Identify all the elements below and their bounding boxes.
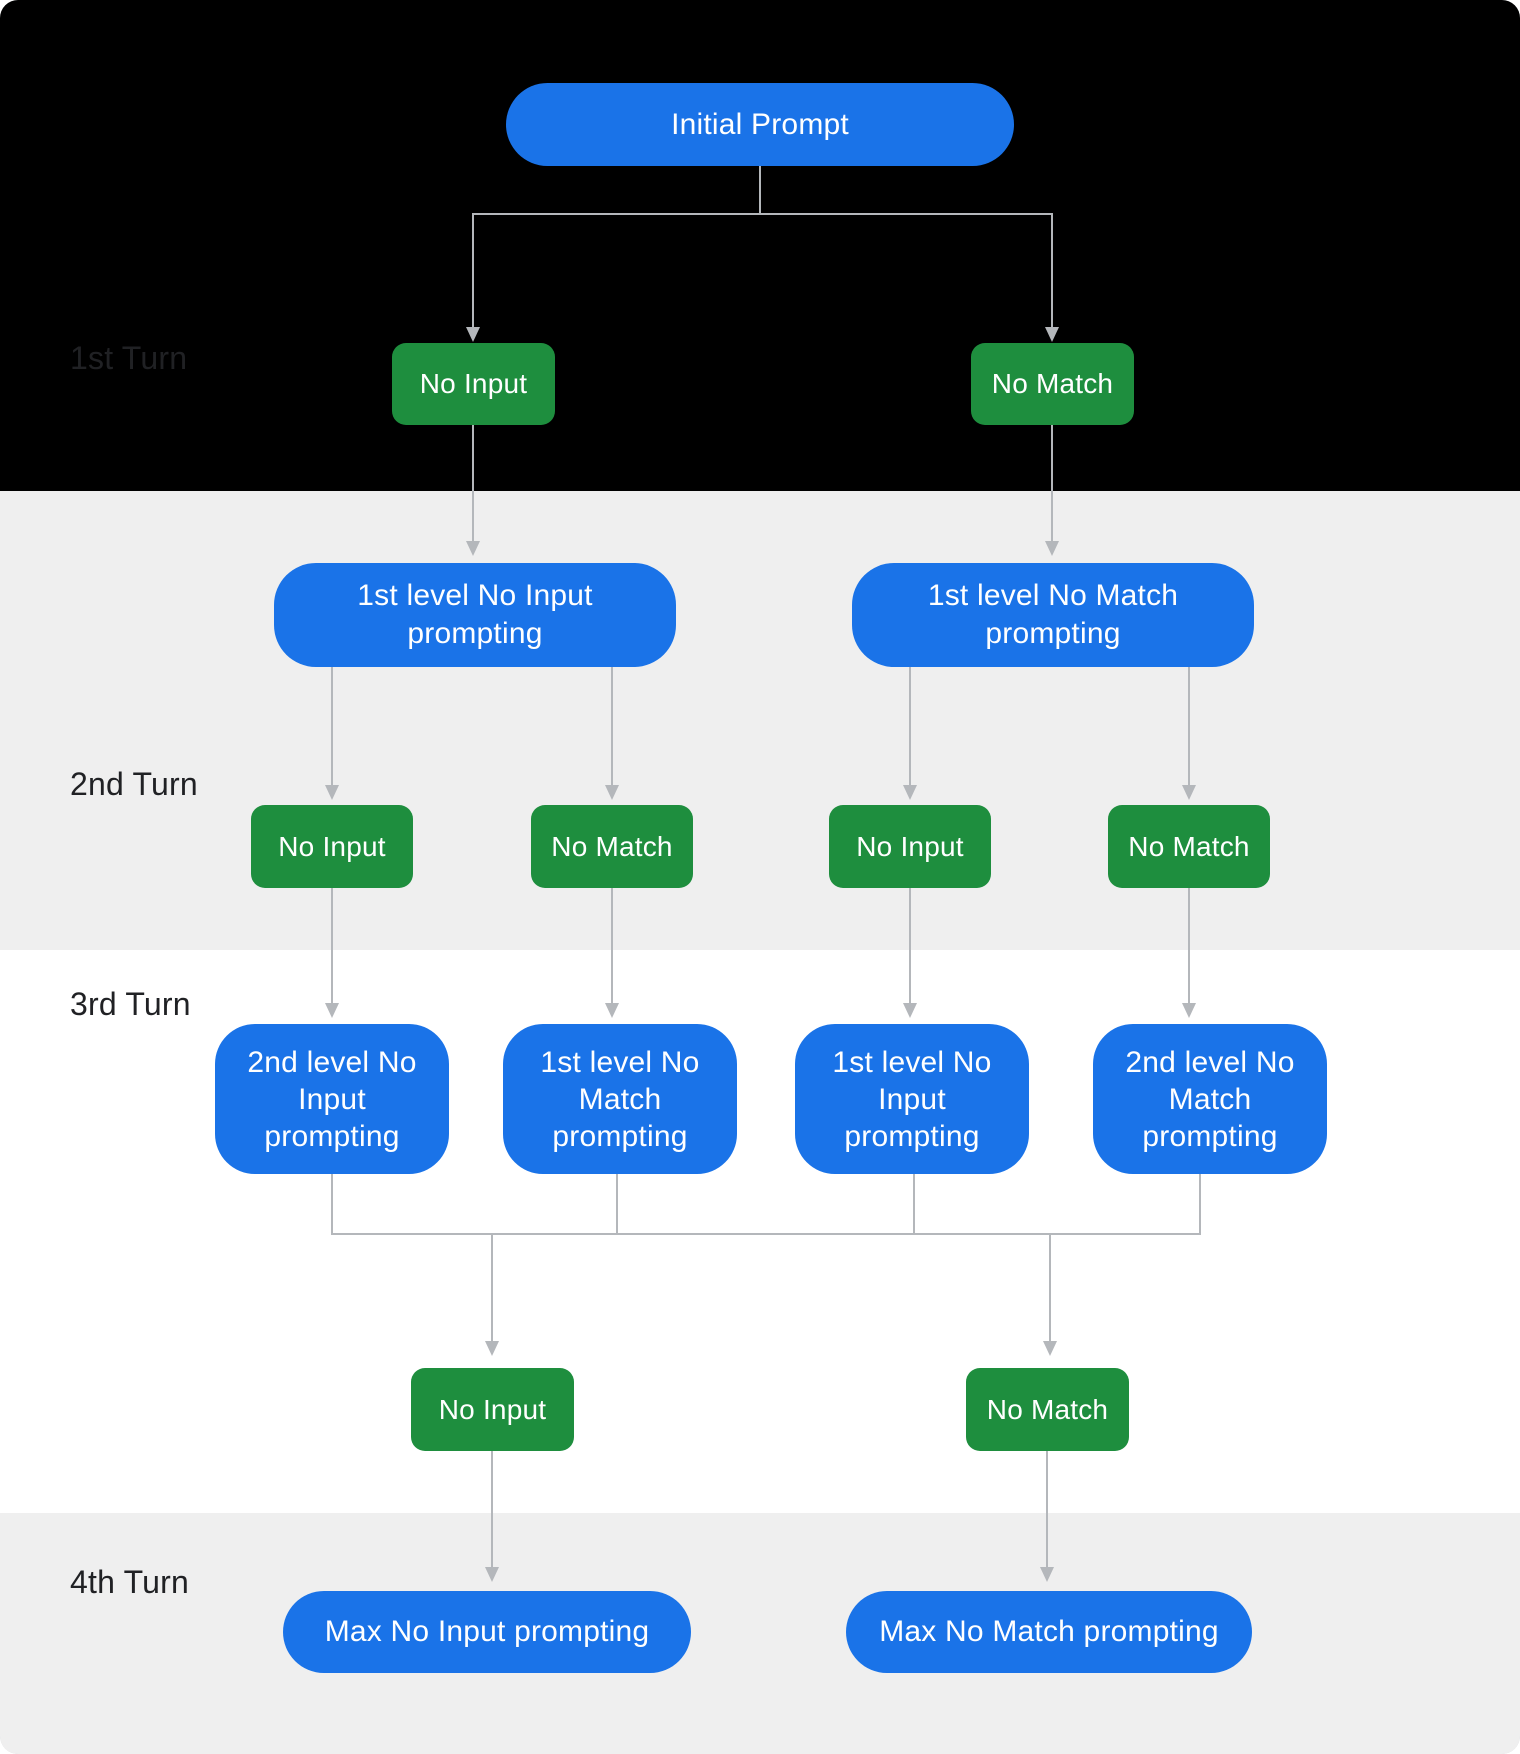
arrowhead-icon xyxy=(466,327,480,342)
node-turn1-no-input: No Input xyxy=(392,343,555,425)
node-turn3-no-match: No Match xyxy=(966,1368,1129,1451)
connector-line xyxy=(611,667,613,785)
arrowhead-icon xyxy=(485,1567,499,1582)
node-turn2-no-input-left: No Input xyxy=(251,805,413,888)
connector-line xyxy=(1199,1174,1201,1235)
arrowhead-icon xyxy=(903,785,917,800)
connector-line xyxy=(913,1174,915,1235)
turn-label-2: 2nd Turn xyxy=(70,766,198,802)
connector-line xyxy=(1051,213,1053,327)
connector-line xyxy=(909,667,911,785)
node-level2-no-match-prompting: 2nd level No Match prompting xyxy=(1093,1024,1327,1174)
arrowhead-icon xyxy=(1045,327,1059,342)
connector-line xyxy=(331,667,333,785)
arrowhead-icon xyxy=(605,785,619,800)
node-turn3-no-input: No Input xyxy=(411,1368,574,1451)
turn-label-1: 1st Turn xyxy=(70,340,188,376)
connector-line xyxy=(1049,1235,1051,1341)
turn-label-4: 4th Turn xyxy=(70,1564,190,1600)
section-turn4-band xyxy=(0,1513,1520,1754)
arrowhead-icon xyxy=(1182,785,1196,800)
section-turn2-band xyxy=(0,491,1520,950)
arrowhead-icon xyxy=(1182,1003,1196,1018)
node-level1-no-input-prompting: 1st level No Input prompting xyxy=(274,563,676,667)
node-level1b-no-match-prompting: 1st level No Match prompting xyxy=(503,1024,737,1174)
connector-line xyxy=(759,166,761,215)
node-level1-no-match-prompting: 1st level No Match prompting xyxy=(852,563,1254,667)
node-turn1-no-match: No Match xyxy=(971,343,1134,425)
arrowhead-icon xyxy=(325,1003,339,1018)
node-turn2-no-input-right: No Input xyxy=(829,805,991,888)
connector-line xyxy=(1051,425,1053,541)
arrowhead-icon xyxy=(1043,1341,1057,1356)
connector-rail xyxy=(331,1233,1201,1235)
node-level2-no-input-prompting: 2nd level No Input prompting xyxy=(215,1024,449,1174)
node-turn2-no-match-right: No Match xyxy=(1108,805,1270,888)
connector-line xyxy=(611,888,613,1003)
connector-line xyxy=(1046,1451,1048,1567)
connector-line xyxy=(909,888,911,1003)
connector-line xyxy=(331,888,333,1003)
arrowhead-icon xyxy=(903,1003,917,1018)
arrowhead-icon xyxy=(325,785,339,800)
node-max-no-input-prompting: Max No Input prompting xyxy=(283,1591,691,1673)
connector-line xyxy=(491,1451,493,1567)
connector-line xyxy=(491,1235,493,1341)
arrowhead-icon xyxy=(466,541,480,556)
connector-line xyxy=(1188,667,1190,785)
arrowhead-icon xyxy=(605,1003,619,1018)
connector-line xyxy=(472,213,1052,215)
node-turn2-no-match-left: No Match xyxy=(531,805,693,888)
connector-line xyxy=(616,1174,618,1235)
turn-label-3: 3rd Turn xyxy=(70,986,191,1022)
arrowhead-icon xyxy=(1040,1567,1054,1582)
connector-line xyxy=(1188,888,1190,1003)
node-max-no-match-prompting: Max No Match prompting xyxy=(846,1591,1252,1673)
arrowhead-icon xyxy=(1045,541,1059,556)
node-initial-prompt: Initial Prompt xyxy=(506,83,1014,166)
node-level1b-no-input-prompting: 1st level No Input prompting xyxy=(795,1024,1029,1174)
connector-line xyxy=(472,213,474,327)
section-turn1-band xyxy=(0,0,1520,491)
connector-line xyxy=(472,425,474,541)
connector-line xyxy=(331,1174,333,1235)
arrowhead-icon xyxy=(485,1341,499,1356)
